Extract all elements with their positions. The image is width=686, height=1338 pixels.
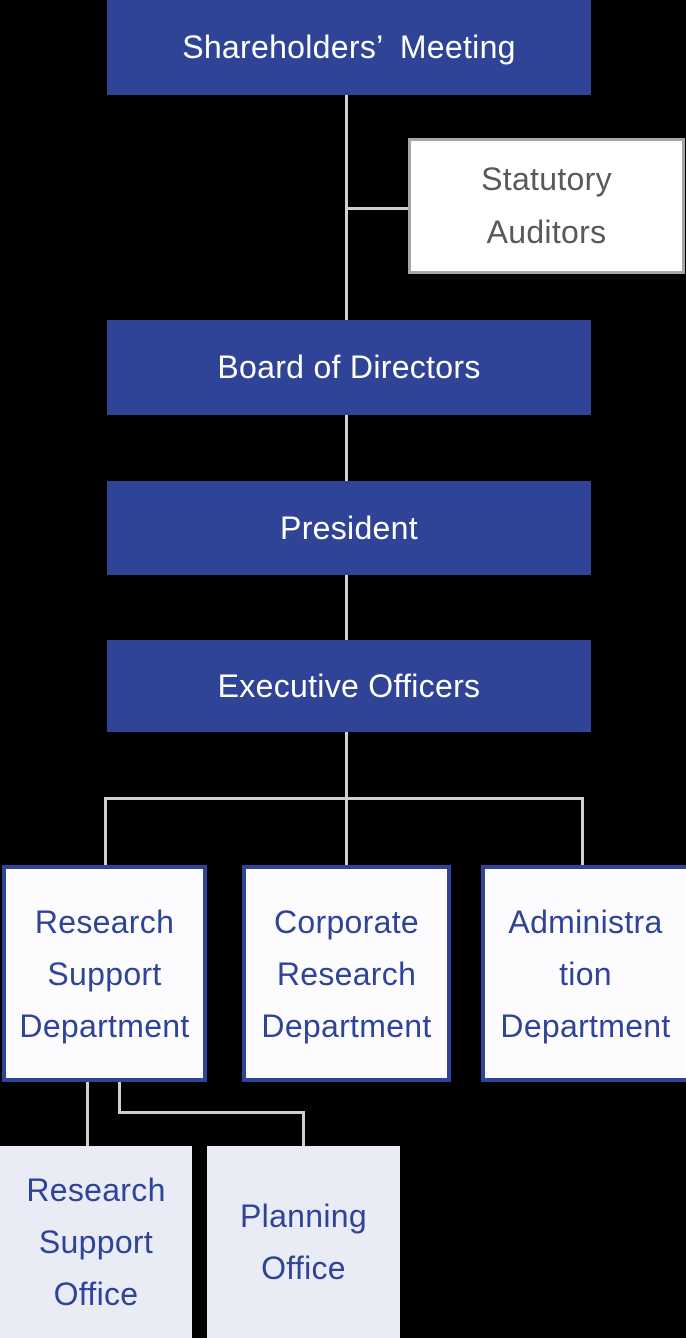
connector-executive-to-branch bbox=[345, 732, 348, 797]
connector-drop-right-department bbox=[581, 797, 584, 865]
node-board-of-directors: Board of Directors bbox=[107, 320, 591, 415]
node-corporate-research-department: Corporate Research Department bbox=[242, 865, 451, 1082]
node-research-support-department: Research Support Department bbox=[2, 865, 207, 1082]
node-administration-department: Administra tion Department bbox=[481, 865, 686, 1082]
node-statutory-auditors: Statutory Auditors bbox=[408, 138, 685, 274]
connector-dept-to-planning-drop1 bbox=[118, 1082, 121, 1114]
node-research-support-office-label: Research Support Office bbox=[26, 1172, 166, 1312]
node-shareholders-meeting-label: Shareholders’ Meeting bbox=[182, 29, 516, 65]
node-executive-officers: Executive Officers bbox=[107, 640, 591, 732]
node-shareholders-meeting: Shareholders’ Meeting bbox=[107, 0, 591, 95]
node-planning-office: Planning Office bbox=[207, 1146, 400, 1338]
node-president-label: President bbox=[280, 509, 418, 546]
node-planning-office-label: Planning Office bbox=[240, 1198, 367, 1286]
connector-planning-drop2 bbox=[302, 1111, 305, 1146]
connector-branch-horizontal bbox=[104, 797, 584, 800]
node-statutory-auditors-label: Statutory Auditors bbox=[481, 161, 612, 250]
connector-planning-horizontal bbox=[118, 1111, 305, 1114]
connector-shareholders-to-board bbox=[345, 95, 348, 320]
node-president: President bbox=[107, 481, 591, 575]
node-corporate-research-department-label: Corporate Research Department bbox=[261, 903, 432, 1044]
connector-stub-statutory bbox=[348, 207, 408, 210]
connector-drop-left-department bbox=[104, 797, 107, 865]
node-research-support-office: Research Support Office bbox=[0, 1146, 192, 1338]
node-research-support-department-label: Research Support Department bbox=[19, 903, 190, 1044]
node-board-of-directors-label: Board of Directors bbox=[217, 349, 481, 385]
connector-dept-to-research-office bbox=[86, 1082, 89, 1146]
node-executive-officers-label: Executive Officers bbox=[217, 667, 481, 704]
connector-president-to-executive bbox=[345, 575, 348, 640]
node-administration-department-label: Administra tion Department bbox=[500, 903, 671, 1044]
connector-drop-center-department bbox=[345, 797, 348, 865]
connector-board-to-president bbox=[345, 415, 348, 481]
